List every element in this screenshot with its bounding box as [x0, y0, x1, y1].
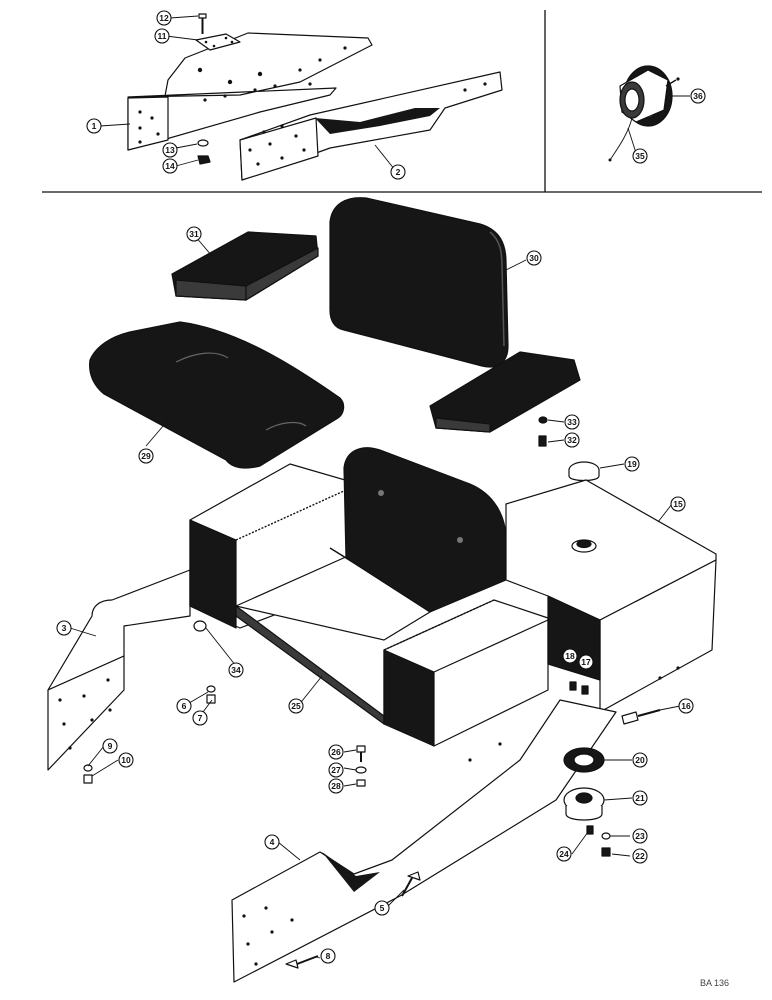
- callout-16: 16: [678, 698, 694, 714]
- callout-21-label: 21: [635, 793, 645, 803]
- callout-3-label: 3: [62, 623, 67, 633]
- callout-7: 7: [192, 710, 208, 726]
- callout-8-label: 8: [326, 951, 331, 961]
- callout-1-label: 1: [92, 121, 97, 131]
- callout-11-label: 11: [158, 31, 167, 41]
- callout-7-label: 7: [198, 713, 203, 723]
- callout-33-label: 33: [567, 417, 577, 427]
- callout-34: 34: [228, 662, 244, 678]
- callout-17-label: 17: [581, 657, 591, 667]
- callout-4: 4: [264, 834, 280, 850]
- callout-13: 13: [162, 142, 178, 158]
- callout-27-label: 27: [331, 765, 341, 775]
- callout-23-label: 23: [635, 831, 645, 841]
- side-plate-part-1: [127, 32, 373, 151]
- bolt-part-12: [198, 13, 207, 34]
- callout-23: 23: [632, 828, 648, 844]
- backrest-cushion-part-30: [329, 197, 509, 368]
- callout-21: 21: [632, 790, 648, 806]
- callout-15: 15: [670, 496, 686, 512]
- callout-5: 5: [374, 900, 390, 916]
- callout-20-label: 20: [635, 755, 645, 765]
- callout-15-label: 15: [673, 499, 683, 509]
- armrest-cushion-part-31: [171, 231, 319, 301]
- callout-4-label: 4: [270, 837, 275, 847]
- callout-9: 9: [102, 738, 118, 754]
- callout-9-label: 9: [108, 741, 113, 751]
- screw-part-32: [538, 435, 547, 447]
- callout-2: 2: [390, 164, 406, 180]
- callout-25-label: 25: [291, 701, 301, 711]
- seat-cushion-part-29: [89, 321, 345, 469]
- callout-27: 27: [328, 762, 344, 778]
- callout-11: 11: [154, 28, 170, 44]
- callout-36-label: 36: [693, 91, 703, 101]
- callout-10-label: 10: [121, 755, 131, 765]
- sender-unit-part-21: [563, 787, 605, 821]
- callout-17: 17: [578, 654, 594, 670]
- callout-28: 28: [328, 778, 344, 794]
- callout-26: 26: [328, 744, 344, 760]
- filler-cap-part-19: [568, 461, 600, 482]
- gasket-part-20: [563, 747, 605, 773]
- callout-1: 1: [86, 118, 102, 134]
- callout-31: 31: [186, 226, 202, 242]
- callout-12-label: 12: [159, 13, 169, 23]
- callout-16-label: 16: [681, 701, 691, 711]
- washer-part-33: [538, 416, 548, 424]
- callout-13-label: 13: [165, 145, 175, 155]
- mounting-plate-part-11: [195, 33, 241, 51]
- armrest-cushion-part-31-right: [429, 351, 581, 433]
- callout-19: 19: [624, 456, 640, 472]
- washer-part-13: [197, 139, 209, 147]
- callout-28-label: 28: [331, 781, 341, 791]
- callout-22-label: 22: [635, 851, 645, 861]
- callout-32: 32: [564, 432, 580, 448]
- callout-14-label: 14: [165, 161, 175, 171]
- callout-24-label: 24: [559, 849, 569, 859]
- drawing-reference-code: BA 136: [700, 978, 729, 988]
- callout-18-label: 18: [565, 651, 575, 661]
- callout-36: 36: [690, 88, 706, 104]
- callout-30: 30: [526, 250, 542, 266]
- callout-6-label: 6: [182, 701, 187, 711]
- bolt-part-16: [621, 708, 661, 725]
- side-plate-part-2: [239, 71, 503, 181]
- callout-32-label: 32: [567, 435, 577, 445]
- callout-14: 14: [162, 158, 178, 174]
- callout-31-label: 31: [189, 229, 199, 239]
- callout-35: 35: [632, 148, 648, 164]
- callout-29-label: 29: [141, 451, 151, 461]
- fuel-tank-part-15: [505, 479, 717, 713]
- callout-18: 18: [562, 648, 578, 664]
- callout-20: 20: [632, 752, 648, 768]
- seat-frame-part-3: [47, 569, 191, 771]
- callout-33: 33: [564, 414, 580, 430]
- callout-25: 25: [288, 698, 304, 714]
- callout-6: 6: [176, 698, 192, 714]
- hardware-small-parts: [83, 620, 611, 969]
- callout-12: 12: [156, 10, 172, 26]
- callout-19-label: 19: [627, 459, 637, 469]
- callout-29: 29: [138, 448, 154, 464]
- seat-frame-part-4: [231, 699, 617, 983]
- callout-30-label: 30: [529, 253, 539, 263]
- callout-8: 8: [320, 948, 336, 964]
- side-box-right: [383, 599, 549, 747]
- callout-35-label: 35: [635, 151, 645, 161]
- callout-22: 22: [632, 848, 648, 864]
- callout-2-label: 2: [396, 167, 401, 177]
- callout-26-label: 26: [331, 747, 341, 757]
- callout-10: 10: [118, 752, 134, 768]
- flange-bushing-part-36: [619, 65, 680, 127]
- nut-part-14: [197, 155, 211, 165]
- callout-3: 3: [56, 620, 72, 636]
- callout-34-label: 34: [231, 665, 241, 675]
- callout-24: 24: [556, 846, 572, 862]
- callout-5-label: 5: [380, 903, 385, 913]
- wire-clip-part-35: [608, 117, 633, 162]
